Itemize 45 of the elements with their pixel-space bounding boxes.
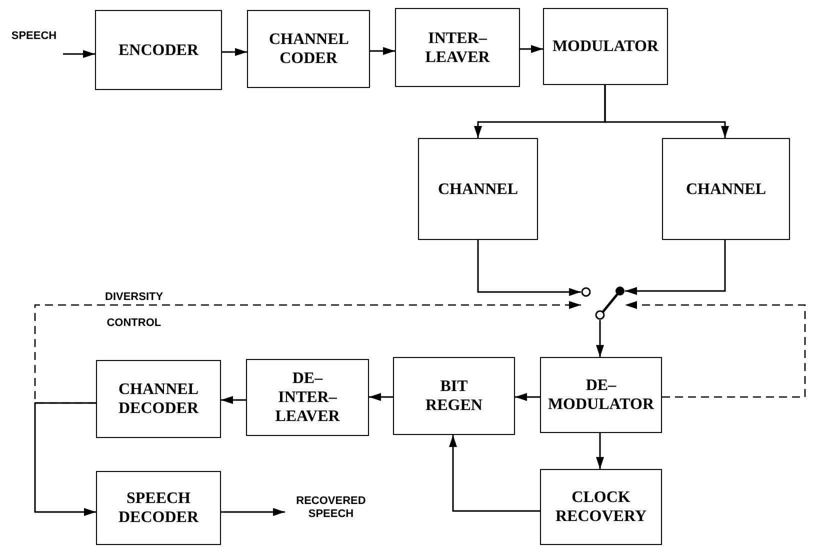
process-box	[395, 8, 520, 87]
block-label: DE– INTER– LEAVER	[275, 369, 340, 426]
block-label: CHANNEL CODER	[268, 30, 348, 68]
block-label: INTER– LEAVER	[425, 28, 490, 66]
process-box	[540, 469, 662, 545]
process-box	[393, 357, 515, 435]
process-box	[543, 8, 668, 85]
process-box	[96, 471, 221, 545]
arrow	[477, 240, 581, 296]
block-label: CHANNEL DECODER	[118, 380, 198, 418]
signal-label: RECOVERED SPEECH	[296, 495, 366, 521]
process-box	[95, 10, 222, 90]
arrow	[221, 396, 246, 404]
signal-label: SPEECH	[11, 30, 57, 43]
block-label: CHANNEL	[686, 180, 766, 198]
arrow	[34, 402, 96, 516]
process-box	[247, 10, 370, 88]
arrow	[604, 85, 729, 138]
arrow	[370, 47, 395, 55]
arrow	[369, 393, 393, 401]
block-label: MODULATOR	[552, 37, 659, 56]
block-label: BIT REGEN	[426, 377, 482, 415]
block-label: DE– MODULATOR	[548, 376, 654, 414]
arrow	[596, 320, 604, 357]
block-label: CHANNEL	[438, 180, 518, 198]
arrow	[221, 508, 285, 516]
process-box	[540, 357, 662, 433]
dashed-arrow	[34, 301, 581, 404]
block-label: ENCODER	[118, 40, 198, 60]
process-box	[96, 360, 221, 438]
process-box	[662, 138, 790, 240]
edge-label: DIVERSITY CONTROL	[105, 290, 163, 331]
process-box	[246, 359, 369, 436]
arrow	[596, 433, 604, 469]
arrow	[625, 240, 726, 295]
block-label: SPEECH DECODER	[118, 489, 198, 527]
arrow	[222, 48, 247, 56]
arrow	[63, 50, 95, 58]
process-box	[418, 138, 538, 240]
block-label: CLOCK RECOVERY	[556, 488, 646, 526]
dashed-arrow	[625, 301, 806, 398]
arrow	[520, 45, 543, 53]
arrow	[449, 435, 540, 512]
arrow	[515, 393, 540, 401]
switch-symbol	[581, 284, 625, 320]
